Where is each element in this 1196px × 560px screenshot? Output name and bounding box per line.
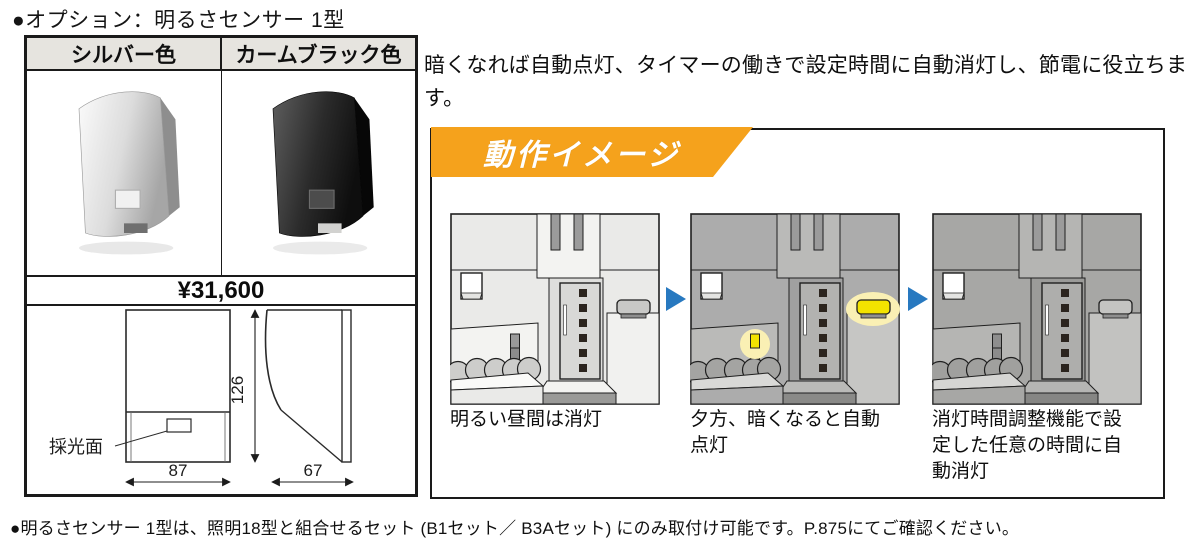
sensor-photo-silver-icon (78, 91, 180, 255)
page-title: ●オプション：明るさセンサー 1型 (12, 9, 345, 32)
scene-caption-night: 消灯時間調整機能で設定した任意の時間に自動消灯 (932, 409, 1123, 482)
footnote: ●明るさセンサー 1型は、照明18型と組合せるセット (B1セット／ B3Aセッ… (10, 519, 1020, 538)
operation-image-banner: 動作イメージ (431, 127, 753, 177)
light-surface-label: 採光面 (49, 437, 103, 457)
column-header-silver: シルバー色 (27, 38, 222, 69)
dimension-drawing-svg: 採光面 87 126 67 (49, 309, 354, 487)
height-dim: 126 (228, 376, 247, 404)
arrow-right-icon (666, 287, 686, 311)
product-spec-table: シルバー色 カームブラック色 (24, 35, 418, 497)
price: ¥31,600 (27, 275, 415, 306)
depth-dim: 67 (304, 461, 323, 480)
product-photo-row (27, 71, 415, 275)
table-header-row: シルバー色 カームブラック色 (27, 38, 415, 71)
column-header-calm-black: カームブラック色 (235, 43, 402, 67)
scene-day-illustration (450, 213, 660, 405)
scene-night-illustration (932, 213, 1142, 405)
scene-caption-dusk: 夕方、暗くなると自動点灯 (690, 409, 881, 456)
silver-product-photo (27, 71, 222, 275)
sensor-photo-black-icon (272, 91, 374, 255)
arrow-right-icon (908, 287, 928, 311)
feature-description: 暗くなれば自動点灯、タイマーの働きで設定時間に自動消灯し、節電に役立ちます。 (424, 54, 1188, 110)
scene-caption-day: 明るい昼間は消灯 (450, 409, 603, 430)
width-dim: 87 (169, 461, 188, 480)
scene-dusk-illustration (690, 213, 900, 405)
operation-image-banner-label: 動作イメージ (483, 139, 681, 172)
dimension-drawing: 採光面 87 126 67 (27, 306, 415, 494)
calm-black-product-photo (222, 71, 416, 275)
